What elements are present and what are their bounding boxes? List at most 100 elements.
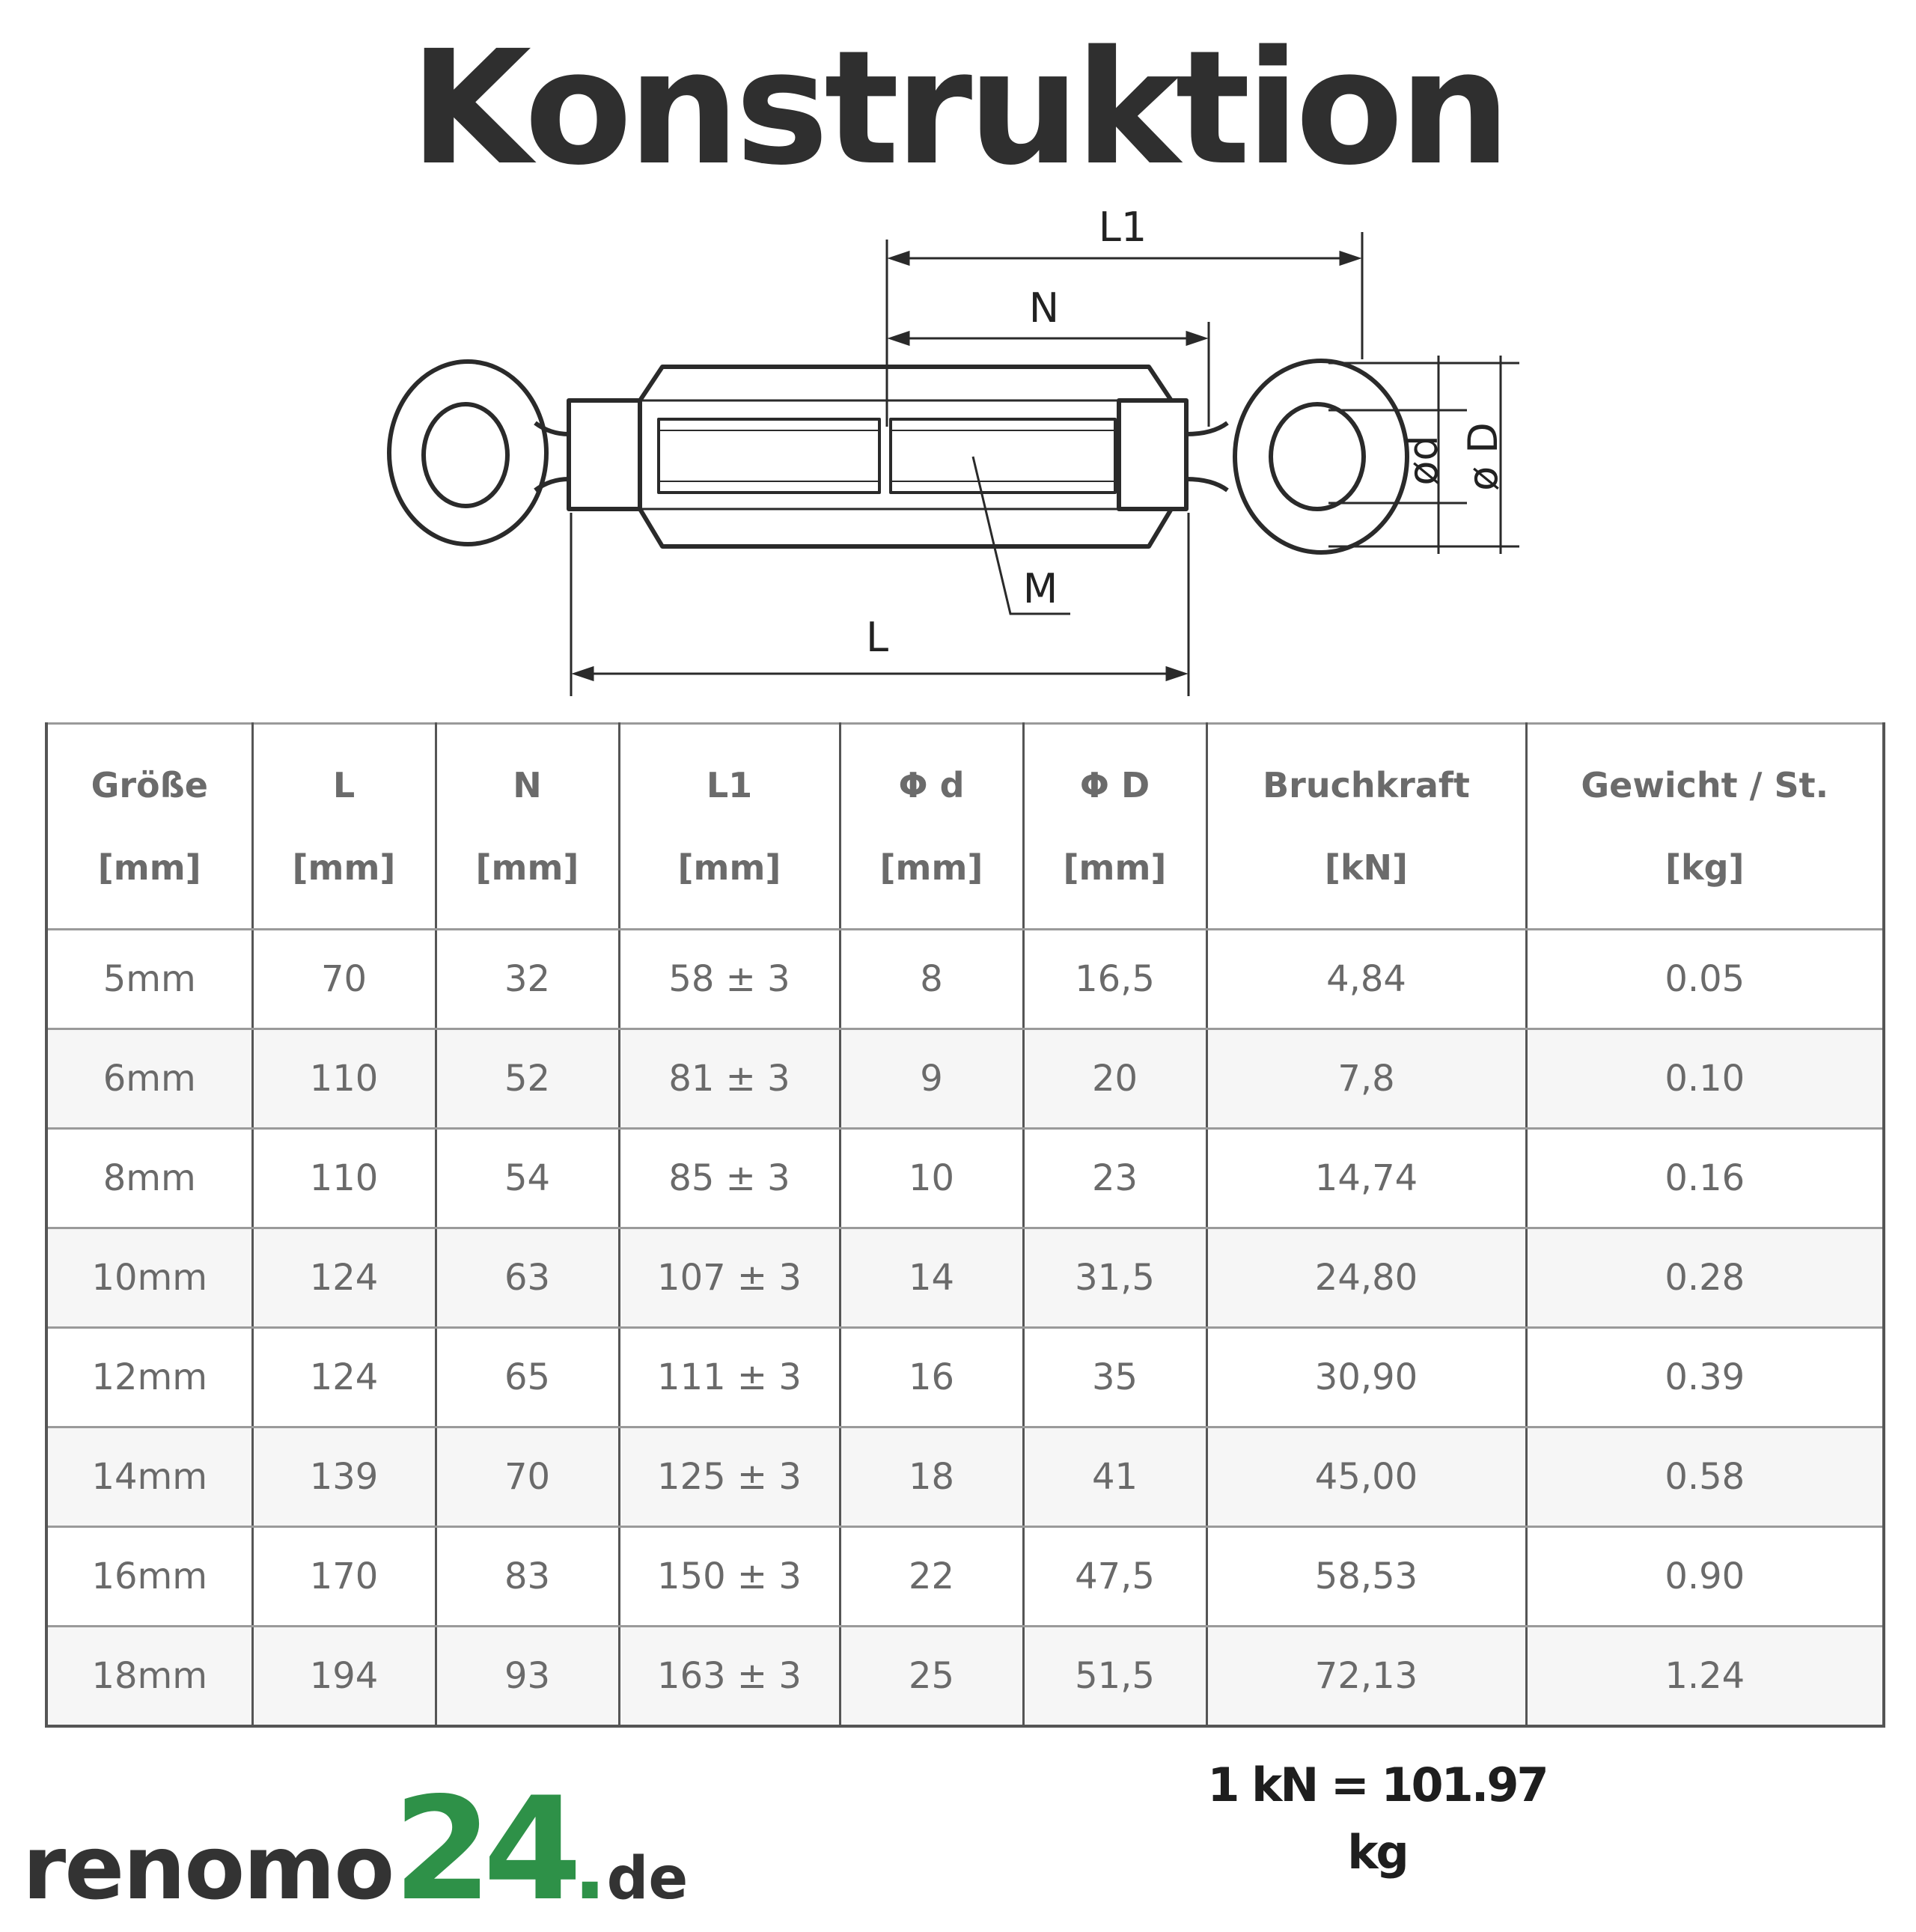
cell: 70 (251, 928, 437, 1030)
cell: 41 (1022, 1426, 1208, 1528)
dim-label-d-small: ød (1400, 435, 1447, 485)
cell: 10mm (45, 1227, 254, 1329)
cell: 0.16 (1525, 1127, 1885, 1229)
cell: 139 (251, 1426, 437, 1528)
cell: 0.58 (1525, 1426, 1885, 1528)
unit-conversion-note: 1 kN = 101.97 kg (1207, 1758, 1549, 1880)
logo-digits: 24 (393, 1767, 582, 1932)
page-title: Konstruktion (409, 16, 1510, 200)
cell: 93 (434, 1625, 620, 1728)
cell: 163 ± 3 (617, 1625, 841, 1728)
cell: 170 (251, 1526, 437, 1627)
cell: 5mm (45, 928, 254, 1030)
cell: 0.39 (1525, 1326, 1885, 1428)
cell: 18mm (45, 1625, 254, 1728)
right-eye-neck (1186, 421, 1229, 493)
dim-label-m: M (1023, 565, 1058, 612)
cell: 14 (838, 1227, 1025, 1329)
left-eye-outer (387, 359, 549, 546)
spec-table-header-row: Größe[mm] L[mm] N[mm] L1[mm] Φ d[mm] Φ D… (45, 722, 1885, 930)
body-frame (638, 365, 1174, 549)
cell: 0.90 (1525, 1526, 1885, 1627)
logo-dot: . (573, 1816, 607, 1919)
cell: 12mm (45, 1326, 254, 1428)
cell: 194 (251, 1625, 437, 1728)
logo-tld: de (606, 1845, 689, 1913)
cell: 65 (434, 1326, 620, 1428)
cell: 107 ± 3 (617, 1227, 841, 1329)
left-eye-inner (421, 402, 510, 508)
cell: 1.24 (1525, 1625, 1885, 1728)
cell: 124 (251, 1227, 437, 1329)
cell: 8 (838, 928, 1025, 1030)
turnbuckle-technical-drawing: L1 N M L ød ø D (0, 210, 1916, 704)
cell: 32 (434, 928, 620, 1030)
right-eye-outer (1233, 359, 1409, 555)
spec-table: Größe[mm] L[mm] N[mm] L1[mm] Φ d[mm] Φ D… (45, 722, 1885, 1728)
header-breaking-force: Bruchkraft[kN] (1205, 722, 1528, 930)
cell: 124 (251, 1326, 437, 1428)
cell: 24,80 (1205, 1227, 1528, 1329)
cell: 18 (838, 1426, 1025, 1528)
right-thread (889, 418, 1117, 494)
header-weight: Gewicht / St.[kg] (1525, 722, 1885, 930)
right-eye-inner (1269, 402, 1366, 511)
header-l: L[mm] (251, 722, 437, 930)
cell: 30,90 (1205, 1326, 1528, 1428)
cell: 31,5 (1022, 1227, 1208, 1329)
cell: 51,5 (1022, 1625, 1208, 1728)
cell: 81 ± 3 (617, 1028, 841, 1130)
cell: 110 (251, 1127, 437, 1229)
dim-label-n: N (1029, 284, 1059, 332)
cell: 47,5 (1022, 1526, 1208, 1627)
cell: 16mm (45, 1526, 254, 1627)
cell: 4,84 (1205, 928, 1528, 1030)
left-thread (657, 418, 881, 494)
cell: 111 ± 3 (617, 1326, 841, 1428)
cell: 52 (434, 1028, 620, 1130)
dim-label-l: L (866, 614, 888, 661)
right-end-block (1117, 398, 1189, 511)
cell: 7,8 (1205, 1028, 1528, 1130)
cell: 54 (434, 1127, 620, 1229)
cell: 6mm (45, 1028, 254, 1130)
cell: 45,00 (1205, 1426, 1528, 1528)
dim-label-d-large: ø D (1459, 422, 1507, 491)
cell: 35 (1022, 1326, 1208, 1428)
cell: 9 (838, 1028, 1025, 1130)
cell: 14,74 (1205, 1127, 1528, 1229)
header-n: N[mm] (434, 722, 620, 930)
cell: 58 ± 3 (617, 928, 841, 1030)
header-d-small: Φ d[mm] (838, 722, 1025, 930)
cell: 0.10 (1525, 1028, 1885, 1130)
cell: 125 ± 3 (617, 1426, 841, 1528)
left-end-block (567, 398, 642, 511)
cell: 83 (434, 1526, 620, 1627)
cell: 85 ± 3 (617, 1127, 841, 1229)
cell: 16 (838, 1326, 1025, 1428)
turnbuckle-svg: L1 N M L ød ø D (387, 210, 1519, 696)
cell: 20 (1022, 1028, 1208, 1130)
cell: 14mm (45, 1426, 254, 1528)
cell: 23 (1022, 1127, 1208, 1229)
cell: 0.05 (1525, 928, 1885, 1030)
cell: 25 (838, 1625, 1025, 1728)
cell: 58,53 (1205, 1526, 1528, 1627)
header-size: Größe[mm] (45, 722, 254, 930)
cell: 72,13 (1205, 1625, 1528, 1728)
left-eye-neck (534, 421, 571, 493)
cell: 16,5 (1022, 928, 1208, 1030)
cell: 8mm (45, 1127, 254, 1229)
cell: 70 (434, 1426, 620, 1528)
dim-label-l1: L1 (1099, 210, 1147, 251)
cell: 63 (434, 1227, 620, 1329)
cell: 0.28 (1525, 1227, 1885, 1329)
cell: 10 (838, 1127, 1025, 1229)
